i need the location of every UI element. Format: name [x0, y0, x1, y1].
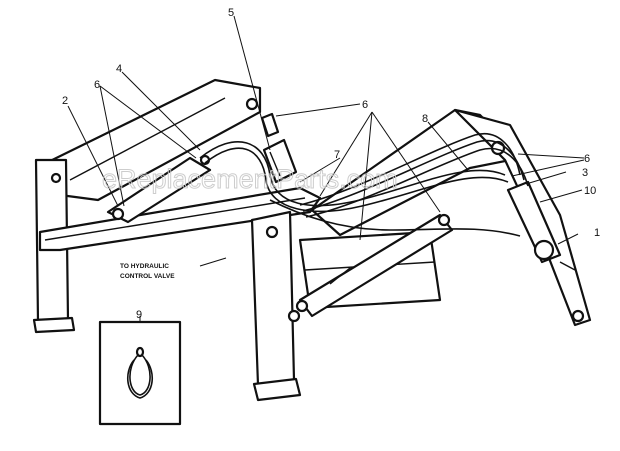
watermark: eReplacementParts.com [102, 164, 398, 194]
hydraulic-hoses [199, 132, 529, 237]
lift-cylinder-center [295, 213, 454, 318]
callout-7: 7 [334, 149, 340, 161]
right-upright-post [250, 210, 302, 402]
callout-8: 8 [422, 113, 428, 125]
callout-2: 2 [62, 95, 68, 107]
front-boom-arm [38, 186, 322, 252]
upper-cylinder [106, 97, 259, 224]
callout-5: 5 [228, 7, 234, 19]
callout-6-center: 6 [362, 99, 368, 111]
hydraulic-note-line2: CONTROL VALVE [120, 273, 175, 280]
callout-4: 4 [116, 63, 122, 75]
leader-lines [67, 15, 585, 267]
lift-cylinder-right [506, 180, 576, 271]
callout-9: 9 [136, 309, 142, 321]
callout-1: 1 [594, 227, 600, 239]
valve-fittings [260, 112, 298, 184]
inset-part-9 [98, 316, 182, 426]
callout-3: 3 [582, 167, 588, 179]
callout-6-right: 6 [584, 153, 590, 165]
callout-6-left: 6 [94, 79, 100, 91]
callout-10: 10 [584, 185, 596, 197]
hydraulic-note-line1: TO HYDRAULIC [120, 263, 169, 270]
